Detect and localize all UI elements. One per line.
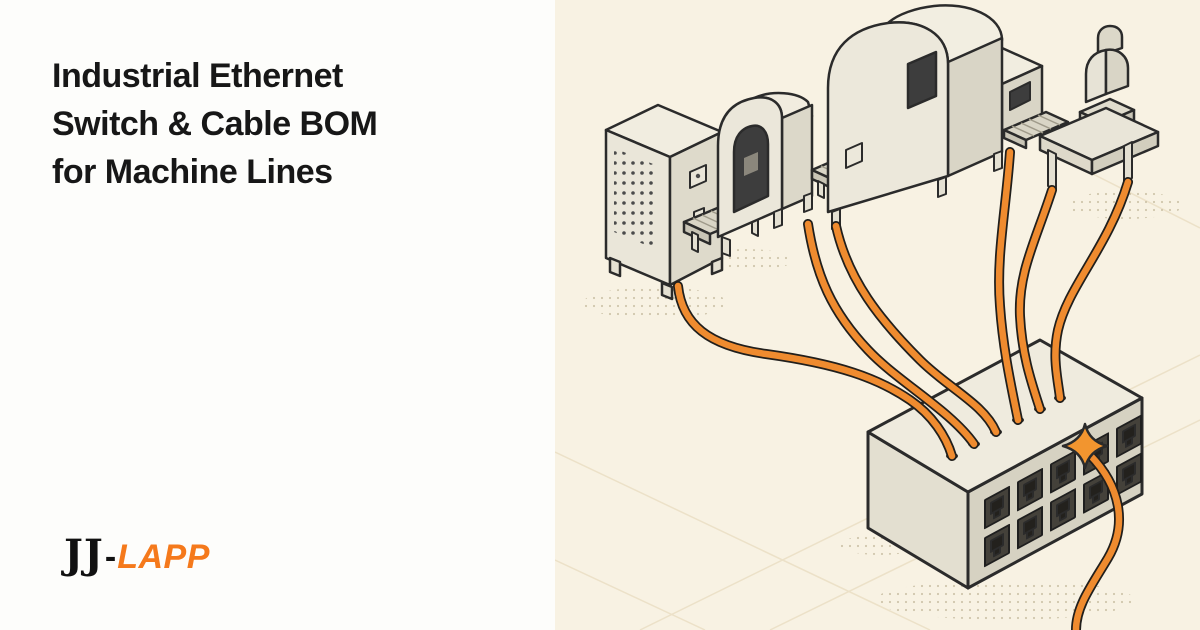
title-line-2: Switch & Cable BOM [52,105,378,143]
inspection-machine [826,4,1004,230]
ethernet-cable [1050,177,1133,403]
jjlapp-logo: JJ - LAPP [64,531,210,578]
ethernet-cable [1014,185,1057,414]
conveyor-machine [716,91,814,257]
logo-jj-text: JJ [64,531,104,578]
ethernet-cable [831,221,1001,437]
illustration-panel [555,0,1200,630]
ethernet-cable-outgoing [1071,450,1124,630]
ethernet-cable [673,281,957,461]
text-panel: Industrial Ethernet Switch & Cable BOM f… [0,0,555,630]
logo-hyphen: - [104,538,117,576]
page-title: Industrial Ethernet Switch & Cable BOM f… [52,52,492,196]
conveyor-belt-3 [1002,110,1070,150]
title-line-1: Industrial Ethernet [52,57,343,95]
ethernet-cable [803,219,979,449]
logo-lapp-text: LAPP [117,538,210,576]
connection-spark-icon [1061,422,1109,470]
robot-station [1038,24,1160,191]
ethernet-cable [994,147,1023,425]
title-line-3: for Machine Lines [52,153,333,191]
machine-line-illustration [555,0,1200,630]
ethernet-cables [673,147,1133,630]
